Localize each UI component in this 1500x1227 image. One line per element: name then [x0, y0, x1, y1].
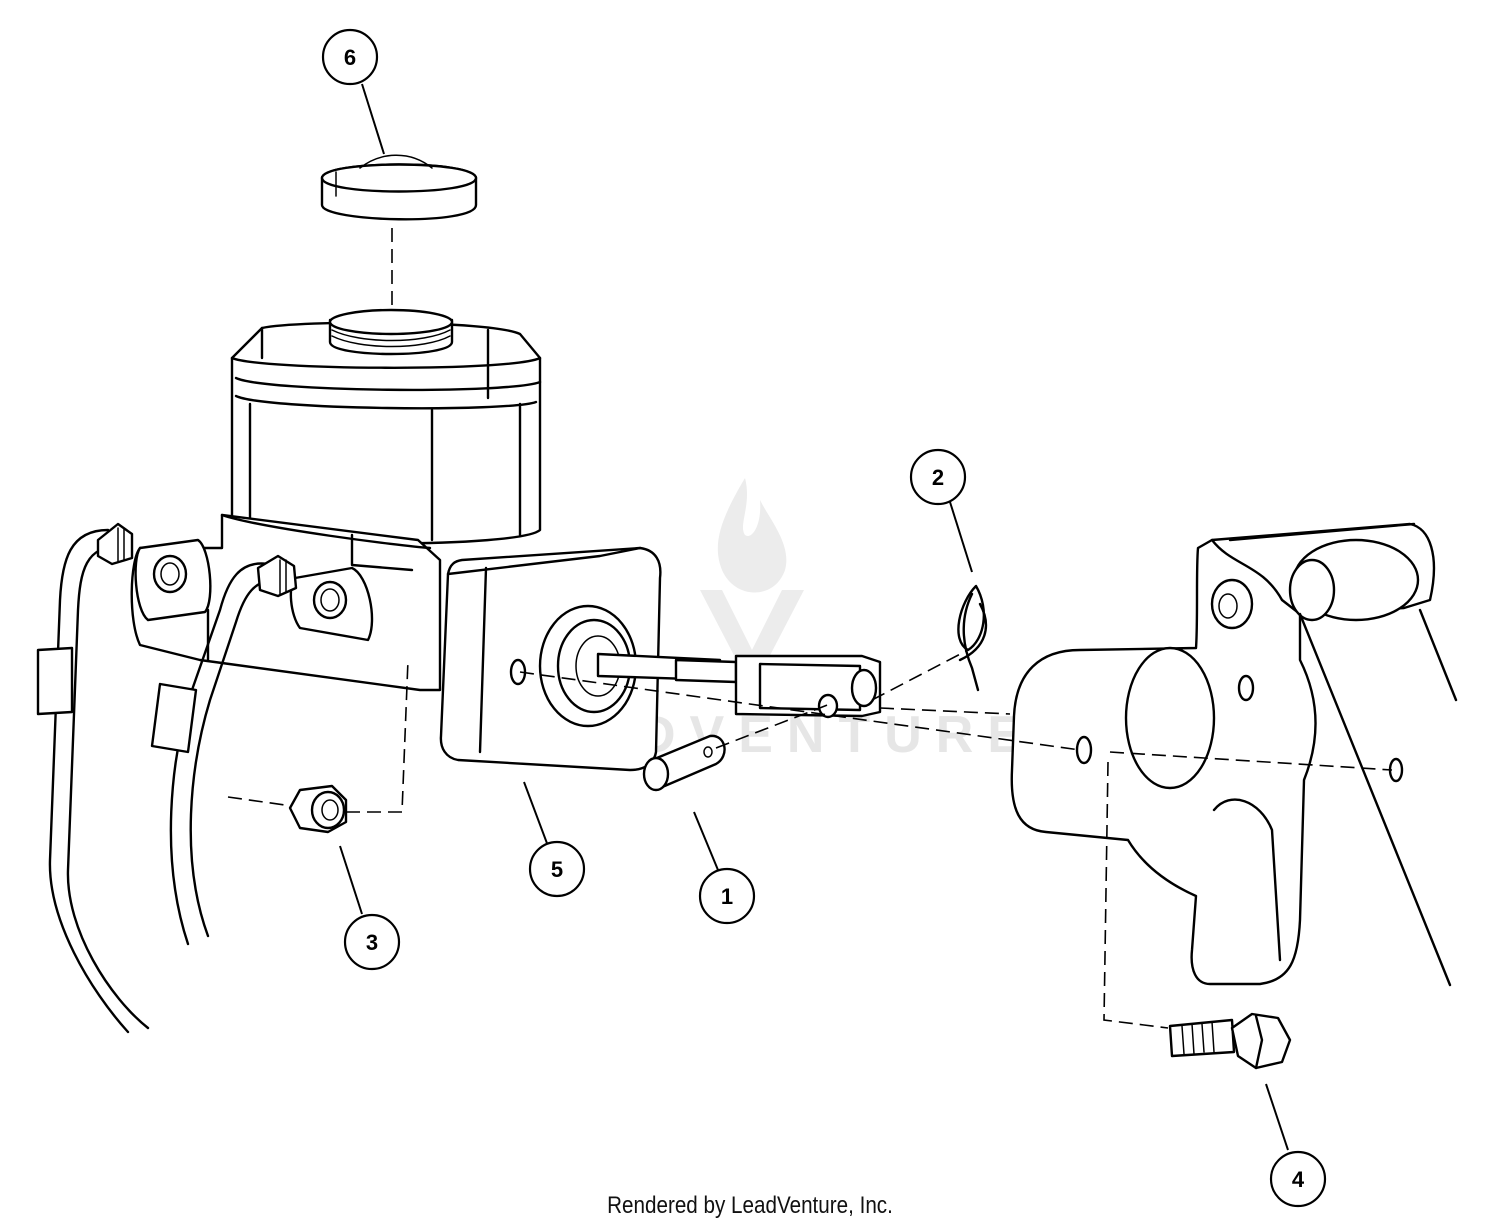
callout-5[interactable]: 5: [528, 840, 586, 898]
leader-lines: [339, 83, 1289, 1151]
callout-1[interactable]: 1: [698, 867, 756, 925]
callout-2-label: 2: [932, 465, 944, 490]
callout-5-label: 5: [551, 857, 563, 882]
master-cylinder-body: [130, 513, 442, 692]
master-cylinder-reservoir: [230, 308, 542, 545]
clevis-pin: [642, 734, 726, 792]
hairpin-cotter: [957, 584, 988, 692]
callout-4-label: 4: [1292, 1167, 1305, 1192]
callout-6[interactable]: 6: [321, 28, 379, 86]
pedal-bracket: [1010, 522, 1458, 987]
watermark-logo-icon: [700, 478, 804, 690]
callout-4[interactable]: 4: [1269, 1150, 1327, 1208]
callout-3-label: 3: [366, 930, 378, 955]
footer-credit: Rendered by LeadVenture, Inc.: [607, 1192, 893, 1219]
callout-1-label: 1: [721, 884, 733, 909]
flange-bolt: [1168, 1012, 1292, 1070]
brake-line-right: [150, 554, 298, 946]
flange-nut: [288, 784, 348, 834]
callout-3[interactable]: 3: [343, 913, 401, 971]
callout-6-label: 6: [344, 45, 356, 70]
push-rod-clevis: [596, 652, 882, 719]
brake-line-left: [36, 522, 150, 1034]
callout-2[interactable]: 2: [909, 448, 967, 506]
reservoir-cap: [320, 154, 478, 221]
